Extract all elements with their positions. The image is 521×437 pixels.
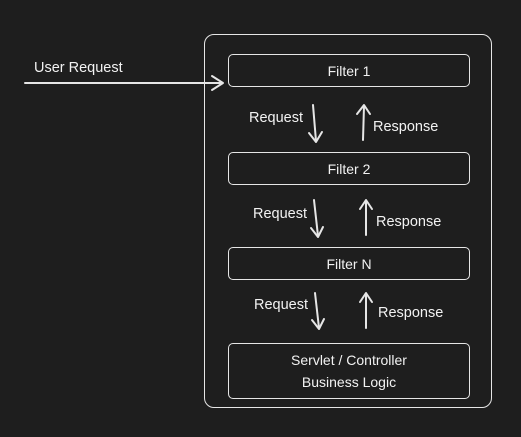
filter-1-box: Filter 1: [228, 54, 470, 87]
request-label-2: Request: [253, 206, 308, 222]
user-request-label: User Request: [34, 60, 123, 76]
servlet-line-2: Business Logic: [301, 374, 397, 390]
response-label-2: Response: [376, 214, 442, 230]
filter-n-box: Filter N: [228, 247, 470, 280]
filter-2-label: Filter 2: [327, 160, 371, 177]
response-label-3: Response: [378, 305, 444, 321]
filter-chain-container: [204, 34, 492, 408]
response-label-1: Response: [373, 119, 439, 135]
request-label-3: Request: [254, 297, 309, 313]
servlet-controller-box: Servlet / Controller Business Logic: [228, 343, 470, 399]
servlet-line-1: Servlet / Controller: [291, 352, 407, 368]
user-request-arrow: [24, 75, 224, 91]
filter-1-label: Filter 1: [327, 62, 371, 79]
request-label-1: Request: [249, 110, 304, 126]
filter-n-label: Filter N: [326, 255, 372, 272]
filter-2-box: Filter 2: [228, 152, 470, 185]
